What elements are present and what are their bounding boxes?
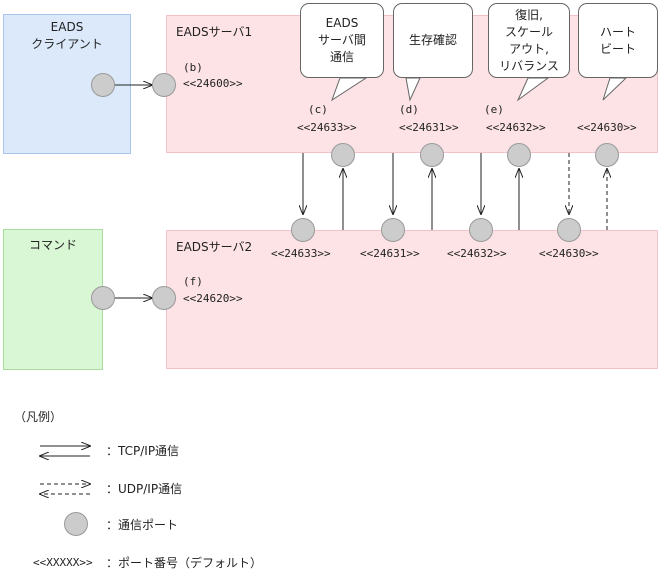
server1-port-e-circle bbox=[507, 143, 531, 167]
balloon-tail-inter-server bbox=[331, 77, 368, 102]
balloon-recovery-scaleout: 復旧, スケール アウト, リバランス bbox=[488, 3, 570, 78]
legend-port-circle bbox=[64, 512, 88, 536]
balloon-tail-heartbeat bbox=[602, 77, 628, 101]
client-port-circle bbox=[91, 73, 115, 97]
command-port-circle bbox=[91, 286, 115, 310]
server1-port-e-tag: (e) bbox=[484, 103, 504, 116]
server2-port-24630-circle bbox=[557, 218, 581, 242]
server1-port-b-tag: (b) bbox=[183, 61, 203, 74]
server2-title: EADSサーバ2 bbox=[176, 240, 253, 254]
server2-port-f-circle bbox=[152, 286, 176, 310]
server1-port-heartbeat-circle bbox=[595, 143, 619, 167]
server1-port-d-number: <<24631>> bbox=[399, 121, 459, 134]
server2-port-24633: <<24633>> bbox=[271, 247, 331, 260]
server1-port-c-tag: (c) bbox=[308, 103, 328, 116]
server2-port-f-number: <<24620>> bbox=[183, 292, 243, 305]
legend-default-label: ：ポート番号（デフォルト） bbox=[106, 556, 263, 570]
balloon-tail-recovery bbox=[516, 77, 550, 102]
balloon-alive-check: 生存確認 bbox=[393, 3, 473, 78]
server2-port-24632-circle bbox=[469, 218, 493, 242]
server1-port-heartbeat-number: <<24630>> bbox=[577, 121, 637, 134]
server1-port-c-circle bbox=[331, 143, 355, 167]
legend-title: （凡例） bbox=[14, 410, 63, 424]
server1-title: EADSサーバ1 bbox=[176, 25, 253, 39]
legend-port-label: ：通信ポート bbox=[106, 518, 179, 532]
server1-port-d-tag: (d) bbox=[399, 103, 419, 116]
server2-port-24633-circle bbox=[291, 218, 315, 242]
server2-port-24632: <<24632>> bbox=[447, 247, 507, 260]
legend-udp-label: ：UDP/IP通信 bbox=[106, 482, 183, 496]
server2-port-f-tag: (f) bbox=[183, 275, 203, 288]
client-label: EADS クライアント bbox=[31, 20, 103, 51]
balloon-inter-server: EADS サーバ間 通信 bbox=[300, 3, 384, 78]
legend-default-tag: <<XXXXX>> bbox=[33, 556, 93, 569]
server1-port-e-number: <<24632>> bbox=[486, 121, 546, 134]
eads-server2-box bbox=[166, 230, 658, 369]
command-label: コマンド bbox=[28, 238, 77, 252]
balloon-tail-alive-check bbox=[405, 77, 421, 102]
server1-port-b-number: <<24600>> bbox=[183, 77, 243, 90]
server1-port-b-circle bbox=[152, 73, 176, 97]
legend-tcp-label: ：TCP/IP通信 bbox=[106, 444, 180, 458]
server2-port-24631: <<24631>> bbox=[360, 247, 420, 260]
server2-port-24630: <<24630>> bbox=[539, 247, 599, 260]
server1-port-c-number: <<24633>> bbox=[297, 121, 357, 134]
balloon-heartbeat: ハート ビート bbox=[578, 3, 658, 78]
server2-port-24631-circle bbox=[381, 218, 405, 242]
server1-port-d-circle bbox=[420, 143, 444, 167]
